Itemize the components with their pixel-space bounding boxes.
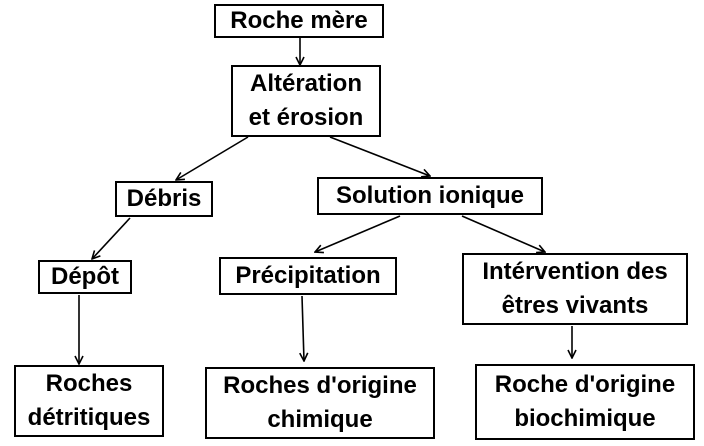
arrow-alteration-to-debris (176, 136, 249, 180)
node-precipitation-label: Précipitation (235, 262, 381, 289)
node-roches-detritiques-label: Roches détritiques (27, 370, 151, 431)
arrow-debris-to-depot (92, 217, 131, 259)
node-roches-origine-chimique-label: Roches d'origine chimique (223, 372, 417, 433)
node-intervention-etres-vivants: Intérvention des êtres vivants (462, 253, 688, 325)
arrow-alteration-to-solution (329, 136, 430, 176)
node-roches-detritiques: Roches détritiques (14, 365, 164, 437)
node-depot: Dépôt (38, 260, 132, 294)
node-roches-origine-chimique: Roches d'origine chimique (205, 367, 435, 439)
node-debris: Débris (115, 181, 213, 217)
arrow-precipitation-to-roches-chimique (302, 295, 304, 361)
node-roche-mere: Roche mère (214, 4, 384, 38)
node-solution-ionique: Solution ionique (317, 177, 543, 215)
node-intervention-etres-vivants-label: Intérvention des êtres vivants (482, 258, 668, 319)
node-roche-mere-label: Roche mère (230, 7, 368, 34)
node-roche-origine-biochimique: Roche d'origine biochimique (475, 364, 695, 440)
node-precipitation: Précipitation (219, 257, 397, 295)
node-roche-origine-biochimique-label: Roche d'origine biochimique (494, 371, 676, 432)
node-alteration-erosion: Altération et érosion (231, 65, 381, 137)
arrow-solution-to-intervention (461, 215, 545, 252)
arrow-solution-to-precipitation (315, 215, 401, 252)
node-solution-ionique-label: Solution ionique (336, 182, 524, 209)
node-debris-label: Débris (126, 185, 202, 212)
node-alteration-erosion-label: Altération et érosion (248, 70, 364, 131)
node-depot-label: Dépôt (51, 263, 119, 290)
